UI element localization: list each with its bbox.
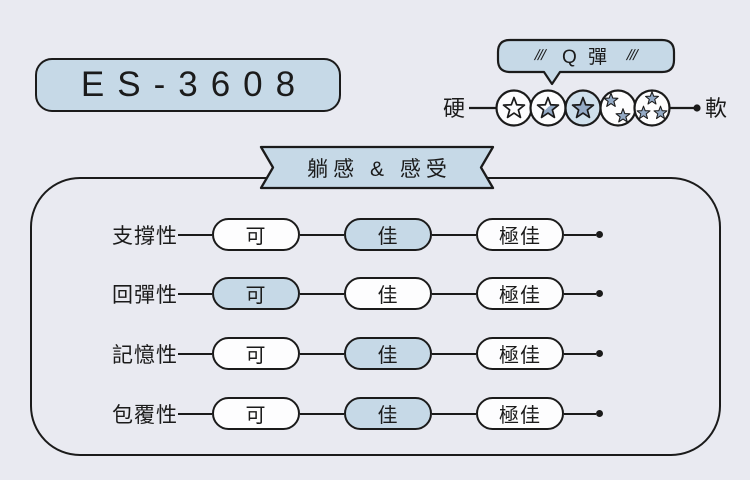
hatch-marks-icon: /// <box>624 46 639 64</box>
attribute-row-support: 支撐性 可 佳 極佳 <box>112 218 603 251</box>
section-title: 躺感 & 感受 <box>307 157 452 181</box>
firmness-callout-bubble: /// Q 彈 /// <box>496 38 676 86</box>
row-end-dot <box>596 410 603 417</box>
connector-line <box>432 412 476 415</box>
attribute-row-rebound: 回彈性 可 佳 極佳 <box>112 277 603 310</box>
model-number-label: ES-3608 <box>80 65 309 104</box>
connector-line <box>432 292 476 295</box>
rating-pill: 佳 <box>344 397 432 430</box>
firmness-level-3 <box>564 89 602 127</box>
attribute-label: 包覆性 <box>112 403 178 427</box>
row-end-dot <box>596 350 603 357</box>
firmness-level-4 <box>599 89 637 127</box>
attribute-label: 支撐性 <box>112 224 178 248</box>
firmness-level-1 <box>495 89 533 127</box>
connector-line <box>564 233 596 236</box>
rating-pill: 佳 <box>344 337 432 370</box>
hard-end-label: 硬 <box>443 96 465 121</box>
connector-line <box>432 233 476 236</box>
connector-line <box>178 352 212 355</box>
connector-line <box>178 292 212 295</box>
attribute-label: 記憶性 <box>112 343 178 367</box>
rating-pill: 可 <box>212 218 300 251</box>
firmness-level-2 <box>529 89 567 127</box>
rating-pill: 可 <box>212 337 300 370</box>
connector-line <box>432 352 476 355</box>
attribute-row-memory: 記憶性 可 佳 極佳 <box>112 337 603 370</box>
rating-pill: 可 <box>212 277 300 310</box>
firmness-level-5 <box>633 89 671 127</box>
rating-pill: 極佳 <box>476 397 564 430</box>
connector-line <box>300 233 344 236</box>
rating-pill: 極佳 <box>476 218 564 251</box>
connector-line <box>564 292 596 295</box>
rating-pill: 可 <box>212 397 300 430</box>
connector-line <box>300 292 344 295</box>
rating-pill: 極佳 <box>476 337 564 370</box>
connector-line <box>300 412 344 415</box>
ribbon-banner-icon <box>259 145 495 190</box>
connector-line <box>564 352 596 355</box>
connector-line <box>564 412 596 415</box>
firmness-scale: 硬 軟 <box>443 89 727 127</box>
rating-pill: 佳 <box>344 277 432 310</box>
connector-line <box>178 233 212 236</box>
rating-pill: 佳 <box>344 218 432 251</box>
model-number-badge: ES-3608 <box>35 58 341 112</box>
soft-end-label: 軟 <box>705 96 727 121</box>
section-ribbon: 躺感 & 感受 <box>258 144 496 191</box>
connector-line <box>300 352 344 355</box>
row-end-dot <box>596 231 603 238</box>
attribute-label: 回彈性 <box>112 283 178 307</box>
attribute-row-wrap: 包覆性 可 佳 極佳 <box>112 397 603 430</box>
scale-end-dot <box>693 104 701 112</box>
row-end-dot <box>596 290 603 297</box>
hatch-marks-icon: /// <box>533 46 548 64</box>
rating-pill: 極佳 <box>476 277 564 310</box>
bubble-text-row: /// Q 彈 /// <box>496 38 676 72</box>
bubble-label: Q 彈 <box>561 46 611 68</box>
speech-bubble-icon <box>496 38 676 86</box>
connector-line <box>178 412 212 415</box>
